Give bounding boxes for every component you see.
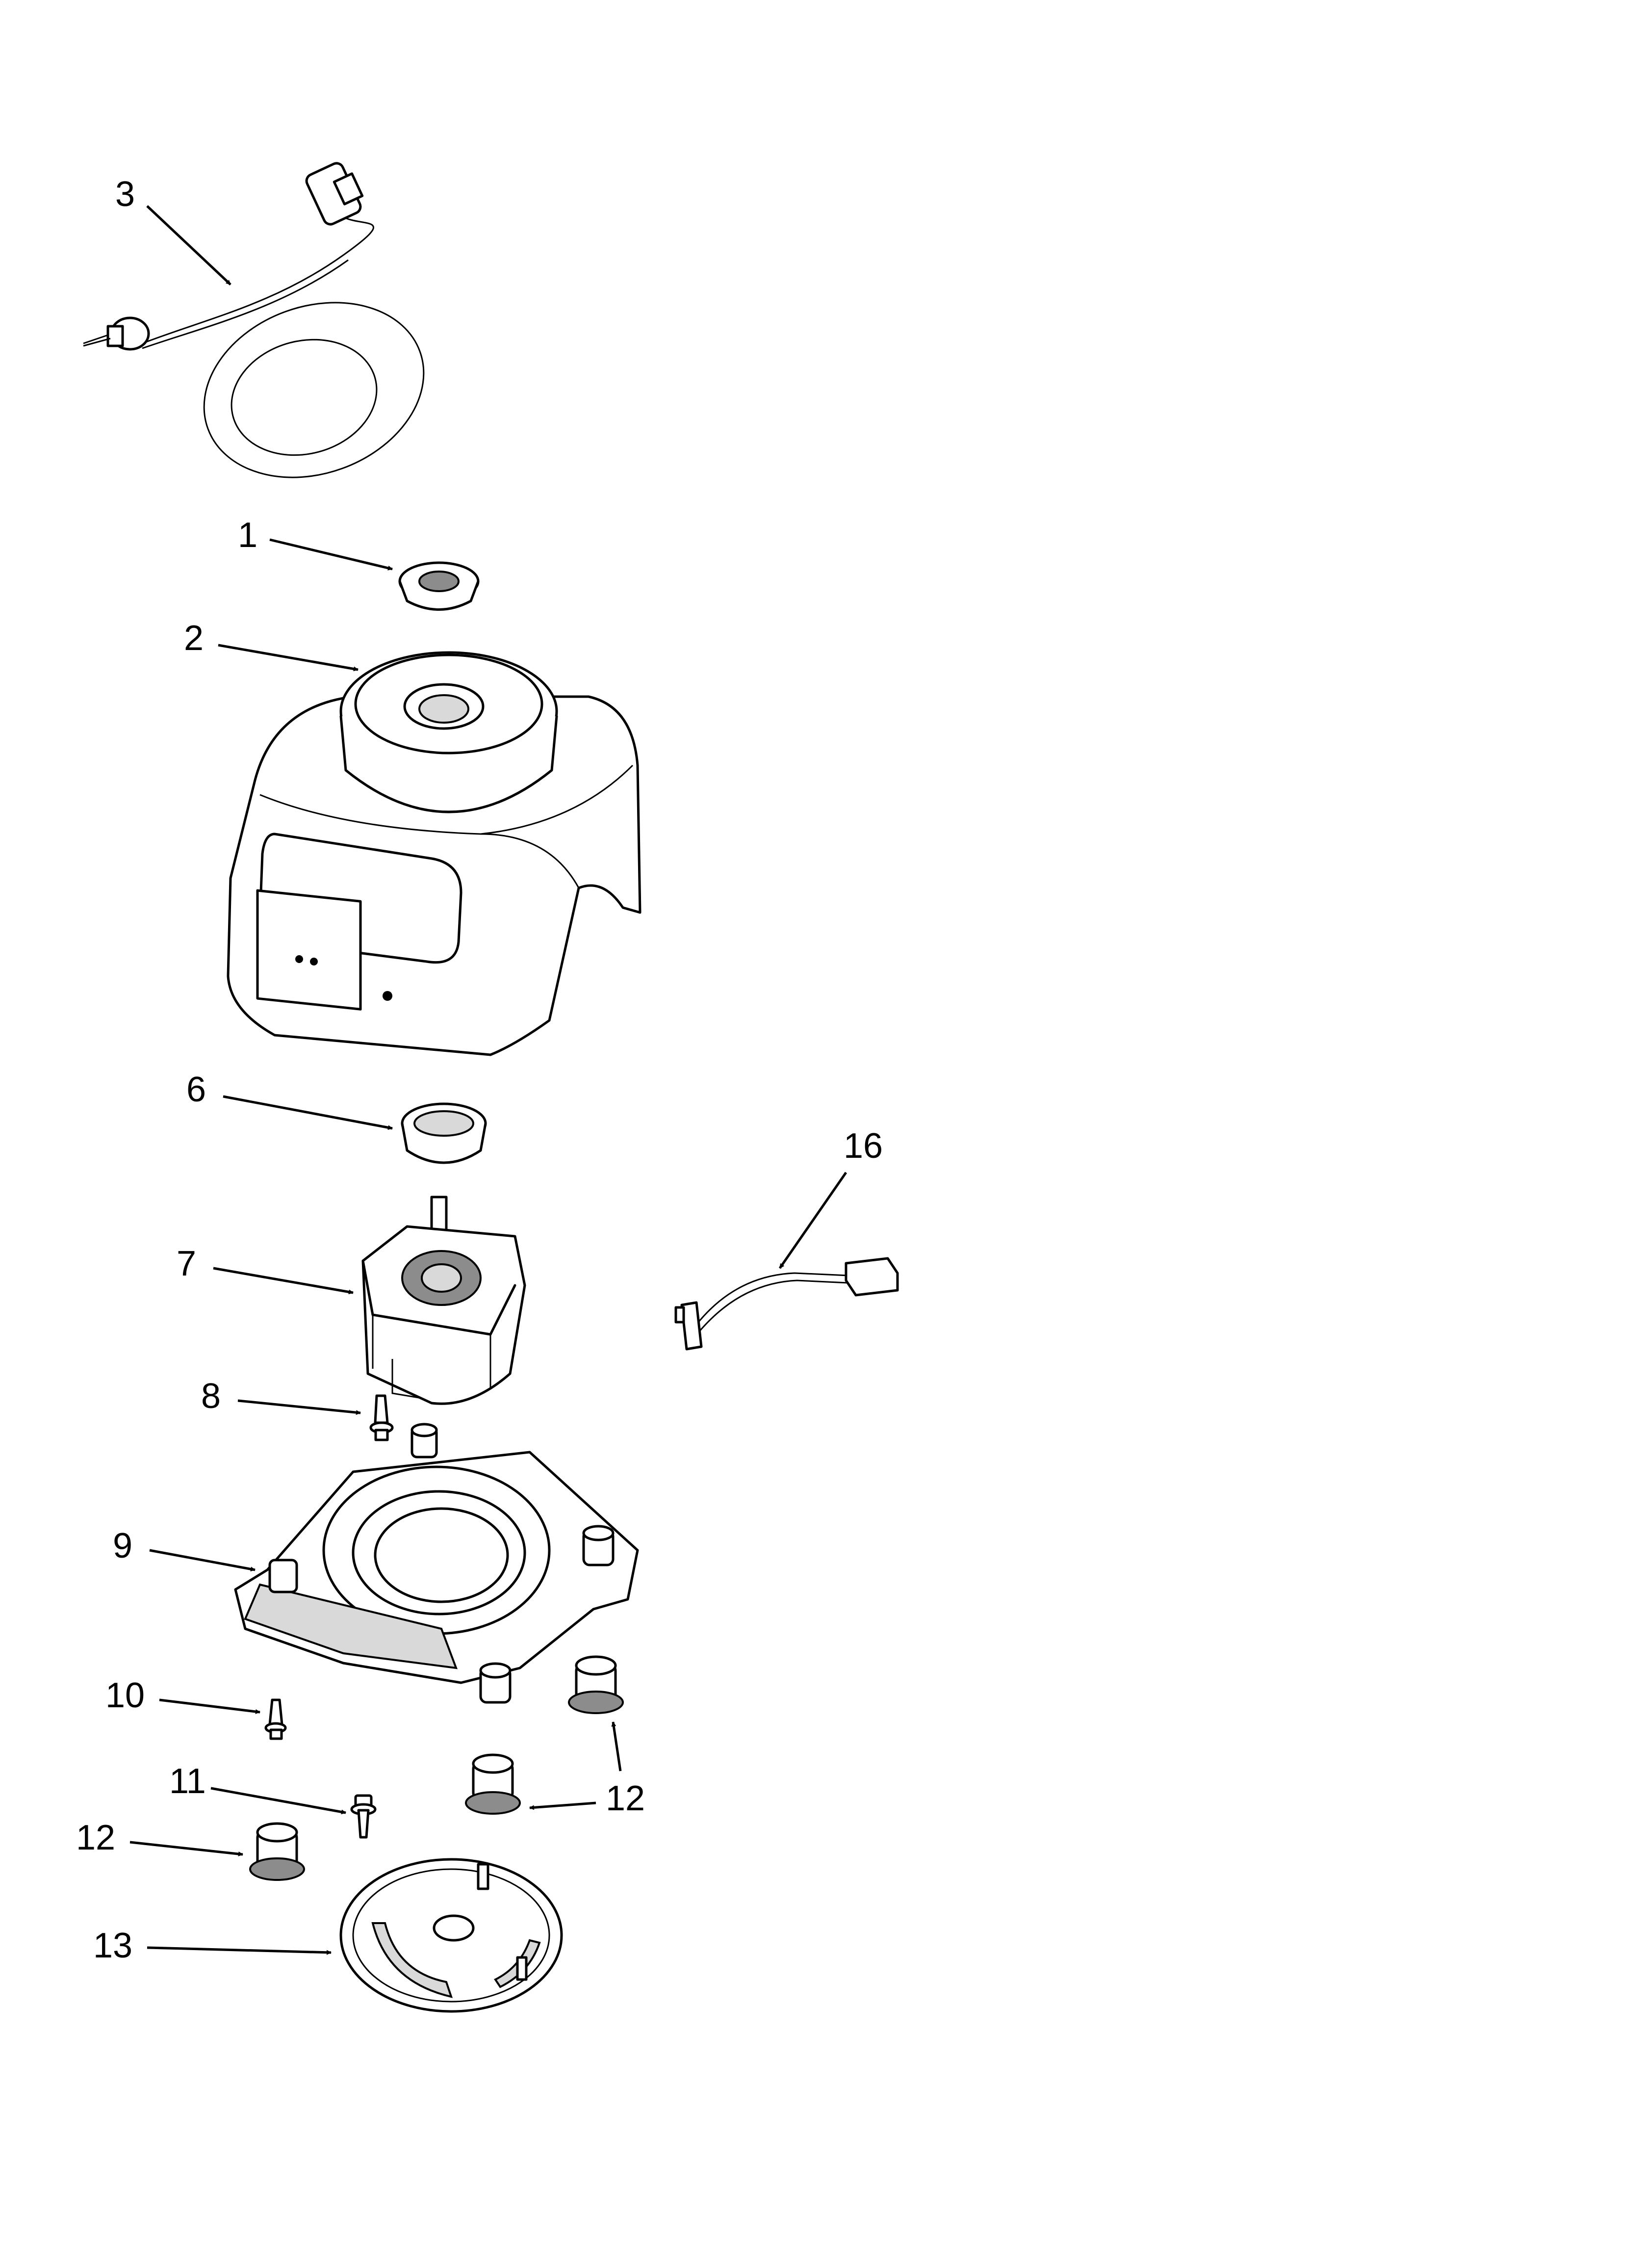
leader-16 [778, 1172, 847, 1269]
callout-12-left: 12 [76, 1818, 115, 1857]
leader-6 [223, 1095, 393, 1130]
callout-13: 13 [93, 1926, 132, 1965]
leader-7 [213, 1267, 354, 1295]
drive-coupling-drawing: 1 [238, 516, 480, 611]
callout-6: 6 [186, 1070, 206, 1109]
leader-8 [237, 1399, 361, 1415]
callout-3: 3 [115, 175, 135, 214]
leader-13 [147, 1946, 332, 1955]
foot-center-drawing [465, 1753, 596, 1815]
callout-8: 8 [201, 1377, 221, 1416]
leader-12-left [129, 1841, 243, 1856]
callout-7: 7 [177, 1244, 196, 1283]
leader-11 [210, 1787, 346, 1815]
leader-2 [218, 644, 359, 672]
bottom-plate-drawing: 13 [93, 1858, 563, 2013]
power-cord-drawing: 3 [83, 162, 425, 478]
foot-right-upper-drawing: 12 [568, 1655, 645, 1818]
base-housing-drawing: 2 [184, 619, 641, 1056]
callout-12-right: 12 [606, 1779, 645, 1818]
motor-mount-base-drawing: 9 [113, 1423, 639, 1704]
screw-10-drawing: 10 [105, 1676, 287, 1740]
screw-8-drawing: 8 [201, 1377, 394, 1441]
wire-harness-drawing: 16 [674, 1126, 899, 1351]
leader-3 [146, 205, 231, 286]
leader-10 [159, 1698, 260, 1714]
foot-left-drawing: 12 [76, 1818, 305, 1881]
callout-9: 9 [113, 1526, 132, 1565]
leader-12-center [529, 1801, 596, 1810]
motor-drawing: 7 [177, 1196, 526, 1405]
leader-1 [269, 538, 393, 571]
leader-9 [149, 1549, 256, 1572]
coupling-ring-drawing: 6 [186, 1070, 487, 1164]
callout-2: 2 [184, 619, 204, 658]
screw-11-drawing: 11 [169, 1762, 377, 1839]
callout-16: 16 [844, 1126, 883, 1166]
callout-10: 10 [105, 1676, 145, 1715]
leader-12-right [611, 1721, 622, 1772]
callout-1: 1 [238, 516, 257, 555]
callout-11: 11 [169, 1762, 206, 1801]
